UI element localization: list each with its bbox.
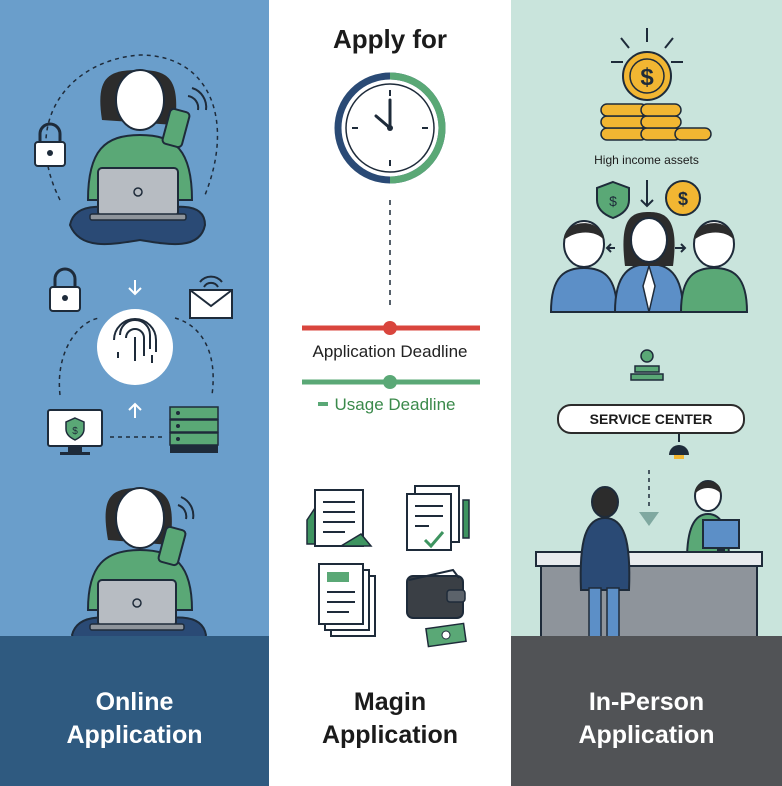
lamp-icon [669,445,689,459]
panel-caption: In-Person Application [511,686,782,752]
caption-line: Application [578,721,715,749]
svg-text:$: $ [609,193,617,209]
caption-line: Application [66,721,203,749]
fingerprint-icon [97,309,173,385]
magin-application-panel: Apply for [269,0,511,786]
person-icon [630,349,664,381]
laptop-icon [89,167,187,221]
coin-icon: $ [600,51,712,141]
clock-icon [334,72,446,184]
laptop-icon [89,579,185,631]
document-icon [318,563,376,637]
person-icon [685,480,740,561]
svg-text:$: $ [640,64,654,91]
phone-icon [161,87,208,149]
lock-icon [34,122,66,167]
shield-dollar-icon: $ [596,180,630,220]
caption-line: In-Person [588,688,705,716]
caption-line: Online [95,688,174,716]
service-center-sign: SERVICE CENTER [557,404,745,434]
coin-icon: $ [665,180,701,216]
monitor-shield-icon: $ [47,409,103,455]
panel-title: Apply for [332,24,448,54]
caption-line: Application [321,721,459,749]
person-icon [549,220,619,313]
online-application-panel: $ [0,0,269,786]
caption-band [511,636,782,786]
person-icon [613,212,685,313]
in-person-illustration: $ $ $ [535,28,763,652]
deadline-illustration [302,72,480,648]
document-icon [306,489,373,547]
lock-icon [49,267,81,312]
wallet-icon [406,568,467,648]
usage-deadline-label: Usage Deadline [334,395,456,414]
phone-icon [157,496,195,567]
email-icon [189,275,233,319]
caption-band [0,636,269,786]
in-person-application-panel: $ $ $ [511,0,782,786]
high-income-assets-label: High income assets [594,153,699,167]
panel-caption: Online Application [0,686,269,752]
server-icon [169,406,219,453]
caption-line: Magin [353,688,427,716]
person-icon [679,220,749,313]
svg-text:$: $ [678,189,688,209]
checklist-icon [406,485,470,551]
application-deadline-label: Application Deadline [312,342,468,361]
svg-text:$: $ [72,426,78,437]
panel-caption: Magin Application [269,686,511,752]
